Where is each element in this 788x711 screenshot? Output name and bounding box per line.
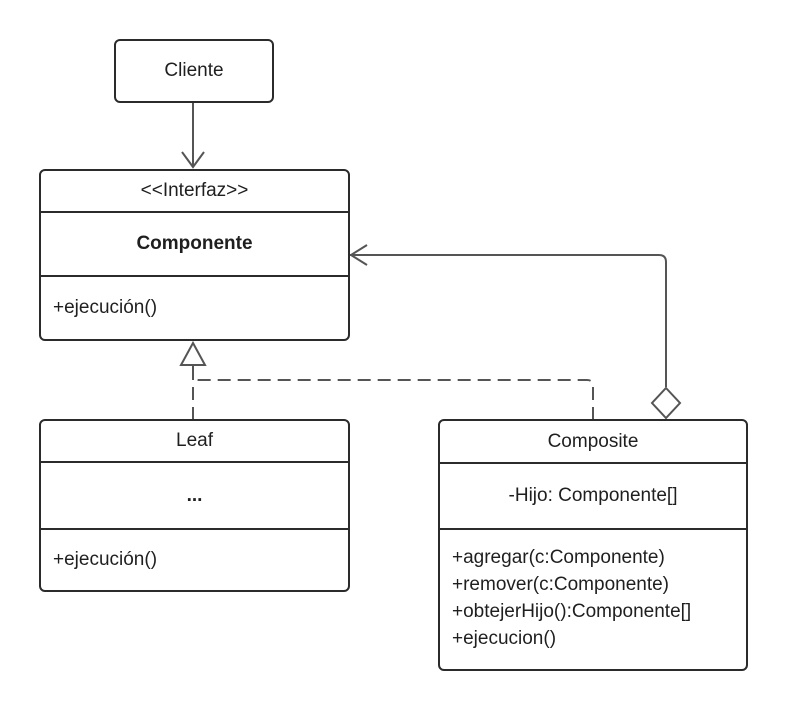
composite-class-name: Composite bbox=[440, 421, 746, 464]
leaf-class-box[interactable]: Leaf ... +ejecución() bbox=[39, 419, 350, 592]
aggregation-diamond bbox=[650, 386, 682, 420]
componente-class-box[interactable]: <<Interfaz>> Componente +ejecución() bbox=[39, 169, 350, 341]
operation-ejecucion: +ejecución() bbox=[53, 297, 158, 318]
operation-agregar: +agregar(c:Componente) bbox=[452, 547, 665, 568]
composite-class-box[interactable]: Composite -Hijo: Componente[] +agregar(c… bbox=[438, 419, 748, 671]
leaf-operations: +ejecución() bbox=[41, 530, 348, 590]
realization-arrowhead bbox=[179, 340, 207, 366]
operation-obtejer-hijo: +obtejerHijo():Componente[] bbox=[452, 601, 692, 622]
operation-ejecucion: +ejecución() bbox=[53, 549, 158, 570]
operation-remover: +remover(c:Componente) bbox=[452, 574, 670, 595]
cliente-class-name: Cliente bbox=[164, 60, 224, 81]
leaf-attributes: ... bbox=[41, 463, 348, 530]
componente-stereotype: <<Interfaz>> bbox=[41, 171, 348, 213]
cliente-class-box[interactable]: Cliente bbox=[114, 39, 274, 103]
leaf-class-name: Leaf bbox=[41, 421, 348, 463]
association-arrow-cliente-componente bbox=[181, 103, 205, 169]
operation-ejecucion: +ejecucion() bbox=[452, 628, 557, 649]
componente-class-name: Componente bbox=[41, 213, 348, 277]
aggregation-arrow-composite-componente bbox=[349, 244, 682, 420]
composite-operations: +agregar(c:Componente) +remover(c:Compon… bbox=[440, 530, 746, 652]
realization-line-composite bbox=[192, 365, 594, 420]
composite-attributes: -Hijo: Componente[] bbox=[440, 464, 746, 530]
componente-operations: +ejecución() bbox=[41, 277, 348, 339]
realization-arrow-to-componente bbox=[179, 340, 594, 420]
